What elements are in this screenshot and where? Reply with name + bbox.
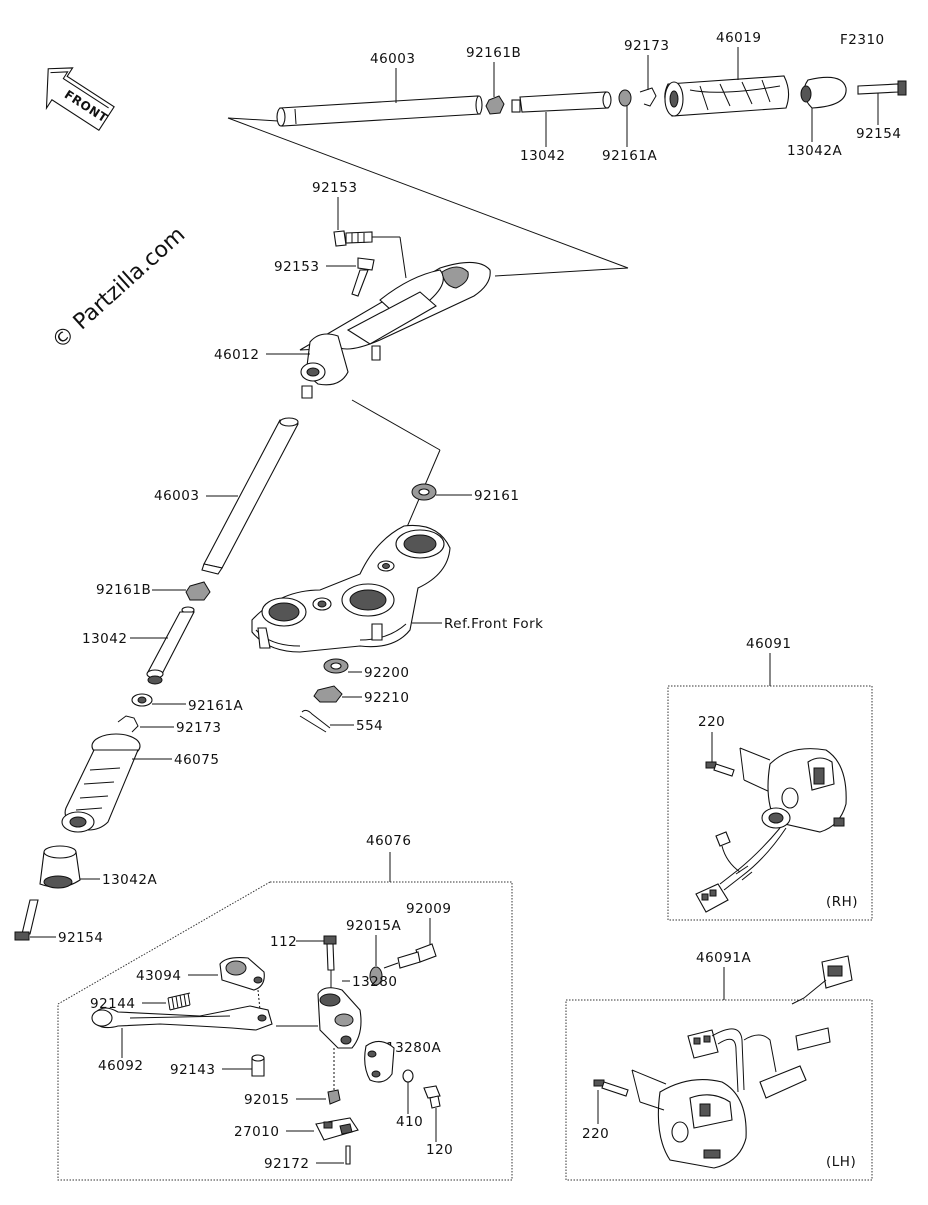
screw-220-lh [593,1079,629,1097]
lh-connector [687,955,853,1093]
watermark-text: © Partzilla.com [47,222,190,354]
nut-92161B [185,581,211,601]
label-92172: 92172 [264,1156,309,1172]
rh-connector [695,831,753,913]
label-46076: 46076 [366,833,411,849]
label-92154: 92154 [58,930,103,946]
grip-46019 [664,75,790,117]
holder-cap-13280A [364,1040,395,1083]
label-13042A-top: 13042A [787,143,842,159]
label-13280A: 13280A [386,1040,441,1056]
label-554: 554 [356,718,383,734]
label-46091: 46091 [746,636,791,652]
weight-13042-top [511,91,612,113]
label-220-rh: 220 [698,714,725,730]
label-220-lh: 220 [582,1126,609,1142]
label-43094: 43094 [136,968,181,984]
screw-120 [423,1085,441,1109]
label-46003: 46003 [154,488,199,504]
rh-handlebar-switch-46091 [719,748,847,891]
label-92161B-top: 92161B [466,45,521,61]
washer-92015A [369,966,383,986]
label-92161: 92161 [474,488,519,504]
nut-92210 [313,685,343,703]
label-410: 410 [396,1114,423,1130]
label-27010: 27010 [234,1124,279,1140]
label-92143: 92143 [170,1062,215,1078]
bracket-43094 [219,957,265,991]
end-weight-13042A-top [800,76,847,109]
label-13042A: 13042A [102,872,157,888]
label-ref-front-fork: Ref.Front Fork [444,616,544,632]
weight-13042 [146,606,195,685]
washer-92161A-top [618,89,632,107]
label-92200: 92200 [364,665,409,681]
label-92154-top: 92154 [856,126,901,142]
bolt-92154-top [857,80,907,96]
label-92153-b: 92153 [274,259,319,275]
label-rh: (RH) [826,894,858,910]
label-lh: (LH) [826,1154,856,1170]
diagram-code: F2310 [840,32,885,48]
rh-switch-box [667,685,873,921]
label-92210: 92210 [364,690,409,706]
label-13042-top: 13042 [520,148,565,164]
grip-46075 [61,733,141,833]
label-120: 120 [426,1142,453,1158]
label-92161A: 92161A [188,698,243,714]
screw-92172 [345,1145,351,1165]
end-weight-13042A [39,845,81,889]
label-112: 112 [270,934,297,950]
label-92144: 92144 [90,996,135,1012]
bolt-92009 [397,943,437,969]
label-13042: 13042 [82,631,127,647]
label-46012: 46012 [214,347,259,363]
spring-92144 [167,992,191,1011]
lh-switch-box [565,999,873,1181]
lh-handlebar-switch-46091A [657,1027,831,1169]
screw-220-rh [705,761,735,777]
clip-92173 [117,715,139,733]
label-92015: 92015 [244,1092,289,1108]
label-46019: 46019 [716,30,761,46]
front-arrow-icon: FRONT [45,67,115,132]
label-92015A: 92015A [346,918,401,934]
handlebar-holder-46012 [299,261,491,399]
label-13280: 13280 [352,974,397,990]
clip-92173-top [639,87,657,107]
label-92009: 92009 [406,901,451,917]
bolt-92153-lower [351,257,375,297]
clutch-lever-46092 [91,1005,273,1031]
cotter-pin-554 [299,709,331,733]
label-92173-top: 92173 [624,38,669,54]
top-handlebar-assembly [227,75,907,277]
switch-27010 [315,1117,359,1141]
bolt-92154 [14,899,39,941]
label-46075: 46075 [174,752,219,768]
label-92173: 92173 [176,720,221,736]
washer-410 [402,1069,414,1083]
label-46091A: 46091A [696,950,751,966]
label-92161B: 92161B [96,582,151,598]
lever-holder-13280 [317,987,362,1049]
steering-stem-ref-front-fork [251,524,451,653]
handlebar-tube-46003 [201,417,299,575]
collar-92143 [251,1054,265,1077]
bolt-112 [323,935,337,971]
label-46003-top: 46003 [370,51,415,67]
label-46092: 46092 [98,1058,143,1074]
label-92153-a: 92153 [312,180,357,196]
handlebar-tube-46003-top [276,95,483,127]
nut-92015 [327,1089,341,1105]
nut-92161B-top [485,95,505,115]
bolt-92153-upper [333,230,373,247]
lever-assembly-outline [57,881,513,1181]
label-92161A-top: 92161A [602,148,657,164]
